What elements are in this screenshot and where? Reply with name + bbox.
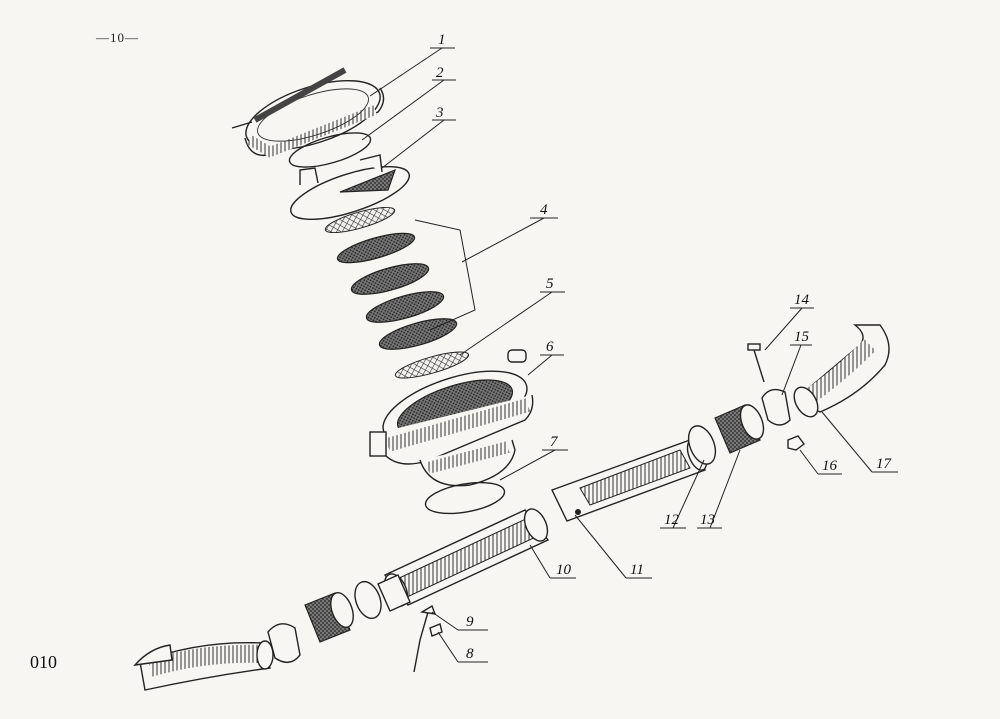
lower-left-clamp (267, 623, 301, 663)
callout-16: 16 (822, 458, 838, 474)
part-6-housing (369, 349, 534, 487)
part-15-clamp (761, 388, 791, 426)
callout-6: 6 (546, 339, 554, 355)
page-number: —10— (96, 30, 139, 45)
lower-left-elbow (133, 640, 274, 691)
part-7-clamp-ring (424, 481, 506, 515)
leader-lines (361, 47, 898, 663)
figure-id: 010 (30, 652, 57, 672)
callout-1: 1 (438, 32, 446, 48)
part-12-ring (687, 425, 717, 465)
callout-13: 13 (700, 512, 715, 528)
part-2-gasket (288, 132, 372, 168)
callout-8: 8 (466, 646, 474, 662)
callout-15: 15 (794, 329, 810, 345)
callout-14: 14 (794, 292, 810, 308)
part-11-cylinder (551, 439, 708, 522)
part-14-bolt (747, 343, 765, 383)
lower-left-bushings (304, 574, 411, 643)
callout-9: 9 (466, 614, 474, 630)
callout-12: 12 (664, 512, 680, 528)
callout-7: 7 (550, 434, 559, 450)
part-16-nut (787, 435, 805, 451)
callout-labels: 1 2 3 4 5 6 7 8 9 10 11 12 13 14 15 16 1… (435, 32, 893, 662)
callout-5: 5 (546, 276, 554, 292)
callout-2: 2 (436, 65, 444, 81)
callout-4: 4 (540, 202, 548, 218)
part-17-elbow (793, 324, 890, 418)
part-4-filter-stack (324, 206, 458, 350)
part-3-plate (290, 154, 410, 221)
part-5-screen (394, 351, 470, 379)
part-10-tube (383, 508, 550, 607)
part-1-cap (231, 67, 385, 158)
callout-11: 11 (630, 562, 644, 578)
callout-10: 10 (556, 562, 572, 578)
part-13-bushing (714, 404, 765, 454)
callout-3: 3 (435, 105, 444, 121)
callout-17: 17 (876, 456, 893, 472)
